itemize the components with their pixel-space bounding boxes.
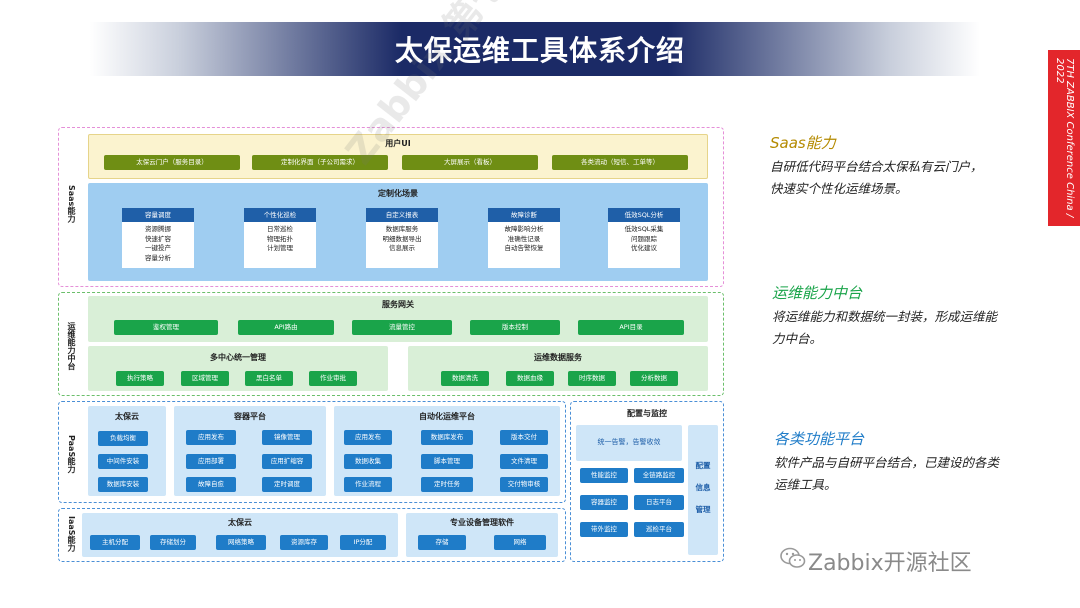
conference-label: 7TH ZABBIX Conference China / 2022 <box>1054 58 1075 218</box>
paas-taibao-title: 太保云 <box>115 412 139 421</box>
config-info-label: 配置 信息 管理 <box>695 461 711 514</box>
container-item: 定时调度 <box>262 477 312 492</box>
multi-center-item: 区域管理 <box>181 371 229 386</box>
iaas-taibao-item: IP分配 <box>340 535 386 550</box>
monitor-alarm-label: 统一告警，告警收敛 <box>597 438 661 446</box>
ops-data-item: 数据清洗 <box>441 371 489 386</box>
monitor-item: 容器监控 <box>580 495 628 510</box>
iaas-side-label: IaaS能力 <box>67 516 76 552</box>
scenario-card: 故障诊断 故障影响分析 准确性记录 自动告警恢复 <box>488 208 560 268</box>
ops-side-label: 运维能力中台 <box>67 322 76 370</box>
scenario-card-title: 自定义报表 <box>366 208 438 222</box>
automation-item: 定时任务 <box>421 477 473 492</box>
scenario-card-body: 故障影响分析 准确性记录 自动告警恢复 <box>488 222 560 268</box>
automation-item: 文件清理 <box>500 454 548 469</box>
iaas-taibao-title: 太保云 <box>228 518 252 527</box>
multi-center-title: 多中心统一管理 <box>210 353 266 362</box>
iaas-taibao-item: 网络策略 <box>216 535 266 550</box>
user-ui-item: 太保云门户（服务目录） <box>104 155 240 170</box>
multi-center-item: 黑白名单 <box>245 371 293 386</box>
automation-item: 脚本管理 <box>421 454 473 469</box>
monitor-item: 性能监控 <box>580 468 628 483</box>
paas-taibao-item: 负载均衡 <box>98 431 148 446</box>
scenario-card: 容量调度 资源腾挪 快速扩容 一键投产 容量分析 <box>122 208 194 268</box>
monitor-title: 配置与监控 <box>627 409 667 418</box>
iaas-taibao-item: 主机分配 <box>90 535 140 550</box>
paas-taibao-item: 中间件安装 <box>98 454 148 469</box>
scenario-card-body: 数据库服务 明细数据导出 信息展示 <box>366 222 438 268</box>
container-item: 应用发布 <box>186 430 236 445</box>
automation-item: 数据收集 <box>344 454 392 469</box>
title-band <box>90 22 980 76</box>
gateway-title: 服务网关 <box>382 300 414 309</box>
iaas-taibao-item: 资源库存 <box>280 535 328 550</box>
container-item: 镜像管理 <box>262 430 312 445</box>
config-info-box <box>688 425 718 555</box>
right-ops-title: 运维能力中台 <box>772 284 863 302</box>
wechat-icon <box>780 546 806 574</box>
container-item: 应用扩缩容 <box>262 454 312 469</box>
container-platform-title: 容器平台 <box>234 412 266 421</box>
user-ui-item: 定制化界面（子公司需求） <box>252 155 388 170</box>
monitor-item: 全链路监控 <box>634 468 684 483</box>
right-saas-title: Saas能力 <box>770 134 836 152</box>
ops-data-title: 运维数据服务 <box>534 353 582 362</box>
saas-side-label: Saas能力 <box>67 185 76 223</box>
user-ui-item: 大屏展示（看板） <box>402 155 538 170</box>
monitor-item: 巡检平台 <box>634 522 684 537</box>
paas-taibao-item: 数据库安装 <box>98 477 148 492</box>
automation-item: 版本交付 <box>500 430 548 445</box>
automation-item: 作业流程 <box>344 477 392 492</box>
ops-data-item: 时序数据 <box>568 371 616 386</box>
scenario-card: 低效SQL分析 低效SQL采集 问题跟踪 优化建议 <box>608 208 680 268</box>
gateway-item: API目录 <box>578 320 684 335</box>
scenario-card: 自定义报表 数据库服务 明细数据导出 信息展示 <box>366 208 438 268</box>
scenario-card: 个性化巡检 日常巡检 物理拓扑 计划管理 <box>244 208 316 268</box>
user-ui-item: 各类流动（短信、工单等） <box>552 155 688 170</box>
automation-item: 交付物审核 <box>500 477 548 492</box>
scenario-card-title: 低效SQL分析 <box>608 208 680 222</box>
right-platform-title: 各类功能平台 <box>774 430 865 448</box>
multi-center-item: 执行策略 <box>116 371 164 386</box>
scenario-card-title: 个性化巡检 <box>244 208 316 222</box>
iaas-taibao-item: 存储划分 <box>150 535 196 550</box>
container-item: 应用部署 <box>186 454 236 469</box>
scenario-card-title: 故障诊断 <box>488 208 560 222</box>
device-mgmt-title: 专业设备管理软件 <box>450 518 514 527</box>
automation-item: 应用发布 <box>344 430 392 445</box>
automation-platform-title: 自动化运维平台 <box>419 412 475 421</box>
scenario-card-body: 资源腾挪 快速扩容 一键投产 容量分析 <box>122 222 194 268</box>
gateway-item: 鉴权管理 <box>114 320 218 335</box>
scenario-card-title: 容量调度 <box>122 208 194 222</box>
container-item: 故障自愈 <box>186 477 236 492</box>
custom-scenario-title: 定制化场景 <box>378 189 418 198</box>
page-title: 太保运维工具体系介绍 <box>394 34 685 67</box>
monitor-region <box>570 401 724 562</box>
right-platform-desc: 软件产品与自研平台结合，已建设的各类运维工具。 <box>774 455 1000 492</box>
device-mgmt-item: 网络 <box>494 535 546 550</box>
scenario-card-body: 低效SQL采集 问题跟踪 优化建议 <box>608 222 680 268</box>
gateway-item: 版本控制 <box>470 320 560 335</box>
monitor-item: 带外监控 <box>580 522 628 537</box>
monitor-alarm-box <box>576 425 682 461</box>
scenario-card-body: 日常巡检 物理拓扑 计划管理 <box>244 222 316 268</box>
ops-data-item: 数据血缘 <box>506 371 554 386</box>
device-mgmt-item: 存储 <box>418 535 466 550</box>
conference-tab: 7TH ZABBIX Conference China / 2022 <box>1048 50 1080 226</box>
footer-brand: Zabbix开源社区 <box>808 551 972 576</box>
right-saas-desc: 自研低代码平台结合太保私有云门户，快速实个性化运维场景。 <box>770 159 983 196</box>
paas-side-label: PaaS能力 <box>67 435 76 474</box>
automation-item: 数据库发布 <box>421 430 473 445</box>
paas-region <box>58 401 566 503</box>
multi-center-item: 作业审批 <box>309 371 357 386</box>
saas-region <box>58 127 724 287</box>
gateway-item: API路由 <box>238 320 334 335</box>
gateway-item: 流量管控 <box>352 320 452 335</box>
iaas-region <box>58 508 566 562</box>
right-ops-desc: 将运维能力和数据统一封装，形成运维能力中台。 <box>772 309 998 346</box>
monitor-item: 日志平台 <box>634 495 684 510</box>
ops-region <box>58 292 724 396</box>
ops-data-item: 分析数据 <box>630 371 678 386</box>
user-ui-title: 用户UI <box>385 139 411 148</box>
